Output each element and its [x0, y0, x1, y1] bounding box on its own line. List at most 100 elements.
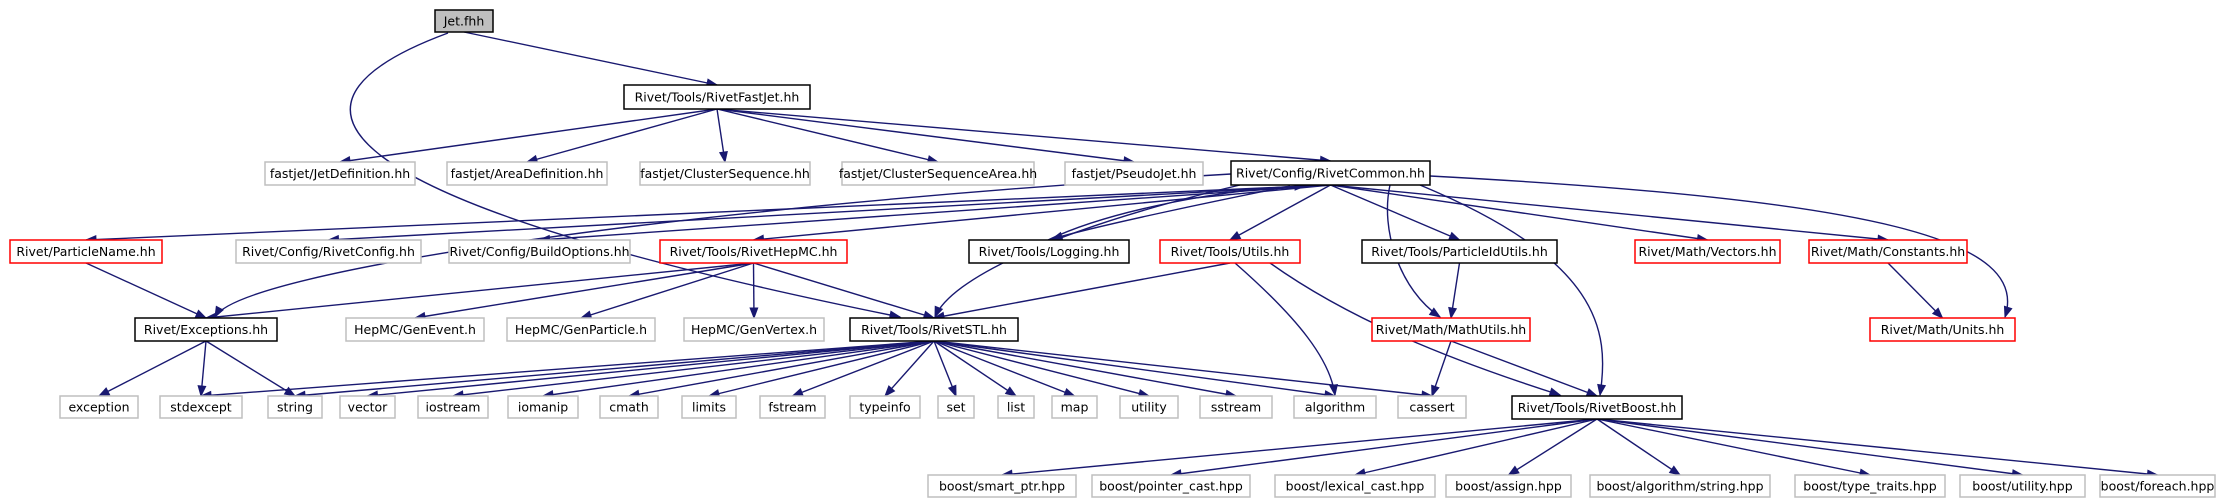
node-rivet-math-mathutils-hh[interactable]: Rivet/Math/MathUtils.hh: [1371, 317, 1531, 342]
node-boost-assign-hpp-label: boost/assign.hpp: [1455, 479, 1562, 494]
node-rivet-config-rivetcommon-hh-label: Rivet/Config/RivetCommon.hh: [1236, 166, 1425, 181]
node-rivet-tools-rivethepmc-hh-label: Rivet/Tools/RivetHepMC.hh: [670, 244, 838, 259]
node-string-box: [267, 395, 323, 419]
node-fastjet-clustersequencearea-hh-label: fastjet/ClusterSequenceArea.hh: [839, 166, 1037, 181]
node-boost-type-traits-hpp-label: boost/type_traits.hpp: [1803, 479, 1936, 494]
node-stdexcept: stdexcept: [159, 395, 243, 419]
node-cassert-label: cassert: [1409, 400, 1454, 415]
edge-fastjet_hh-to-clseq-arrowhead: [718, 150, 728, 164]
node-rivet-math-vectors-hh[interactable]: Rivet/Math/Vectors.hh: [1634, 239, 1781, 264]
node-boost-pointer-cast-hpp-label: boost/pointer_cast.hpp: [1099, 479, 1243, 494]
node-rivet-config-rivetcommon-hh-box: [1230, 160, 1431, 186]
node-typeinfo-label: typeinfo: [859, 400, 910, 415]
node-rivet-tools-logging-hh[interactable]: Rivet/Tools/Logging.hh: [968, 239, 1130, 264]
node-utility: utility: [1119, 395, 1179, 419]
edge-common-to-boost_hh-arrowhead: [1597, 383, 1607, 397]
node-rivet-math-constants-hh-box: [1808, 239, 1968, 264]
node-rivet-math-units-hh-label: Rivet/Math/Units.hh: [1881, 322, 2005, 337]
edge-utils-to-stl: [932, 262, 1231, 321]
edge-boost_hh-to-b_utility-line: [1596, 418, 2023, 476]
node-boost-utility-hpp-box: [1959, 474, 2086, 498]
edge-stl-to-limits-line: [708, 340, 935, 397]
edge-stl-to-typeinfo: [884, 340, 935, 398]
edge-mathutils-to-boost_hh-arrowhead: [1585, 388, 1599, 397]
node-rivet-tools-particleidutils-hh[interactable]: Rivet/Tools/ParticleIdUtils.hh: [1361, 239, 1558, 264]
edge-mathutils-to-boost_hh-line: [1450, 340, 1598, 397]
edge-boost_hh-to-lexical_cast: [1353, 418, 1598, 478]
node-rivet-tools-rivetfastjet-hh[interactable]: Rivet/Tools/RivetFastJet.hh: [623, 84, 811, 110]
edge-stl-to-cmath-line: [628, 340, 935, 397]
edge-common-to-particlename-line: [85, 184, 1331, 241]
node-rivet-config-buildoptions-hh: Rivet/Config/BuildOptions.hh: [448, 239, 631, 264]
node-boost-algorithm-string-hpp-label: boost/algorithm/string.hpp: [1596, 479, 1763, 494]
edge-stl-to-algorithm: [933, 340, 1337, 400]
node-fastjet-clustersequencearea-hh-box: [841, 161, 1035, 186]
node-fastjet-jetdefinition-hh-label: fastjet/JetDefinition.hh: [270, 166, 410, 181]
node-rivet-math-units-hh[interactable]: Rivet/Math/Units.hh: [1869, 317, 2016, 342]
node-rivet-tools-logging-hh-box: [968, 239, 1130, 264]
node-rivet-tools-rivetfastjet-hh-box: [623, 84, 811, 110]
node-list-label: list: [1007, 400, 1025, 415]
node-algorithm-box: [1293, 395, 1377, 419]
edge-hepmc-to-stl-line: [753, 262, 935, 319]
edge-particlename-to-exceptions-line: [85, 262, 207, 319]
node-rivet-tools-rivetstl-hh[interactable]: Rivet/Tools/RivetSTL.hh: [849, 317, 1019, 342]
node-set: set: [937, 395, 975, 419]
node-exception-label: exception: [68, 400, 129, 415]
edge-hepmc-to-genvertex: [749, 262, 759, 320]
edge-constants-to-units-arrowhead: [1931, 307, 1944, 319]
node-cmath: cmath: [599, 395, 659, 419]
edge-common-to-stl-arrowhead: [934, 305, 944, 319]
edge-boost_hh-to-pointer_cast-line: [1170, 418, 1598, 476]
node-rivet-tools-utils-hh[interactable]: Rivet/Tools/Utils.hh: [1159, 239, 1301, 264]
edge-hepmc-to-exceptions-line: [205, 262, 754, 319]
node-rivet-config-rivetconfig-hh-label: Rivet/Config/RivetConfig.hh: [242, 244, 415, 259]
node-fastjet-jetdefinition-hh-box: [264, 161, 416, 186]
node-rivet-tools-particleidutils-hh-box: [1361, 239, 1558, 264]
node-rivet-config-rivetconfig-hh-box: [235, 239, 422, 264]
edge-common-to-units: [1429, 175, 2013, 319]
edge-stl-to-vector-line: [367, 340, 935, 397]
edge-particlename-to-exceptions: [85, 262, 208, 319]
node-hepmc-genparticle-h: HepMC/GenParticle.h: [506, 317, 656, 342]
node-jet-fhh-box: [434, 9, 494, 33]
edge-common-to-mathutils-arrowhead: [1428, 307, 1442, 318]
node-rivet-particlename-hh[interactable]: Rivet/ParticleName.hh: [9, 239, 163, 264]
edge-common-to-hepmc-line: [753, 184, 1331, 241]
node-rivet-config-rivetcommon-hh[interactable]: Rivet/Config/RivetCommon.hh: [1230, 160, 1431, 186]
node-fastjet-areadefinition-hh-label: fastjet/AreaDefinition.hh: [451, 166, 604, 181]
node-fastjet-areadefinition-hh-box: [446, 161, 608, 186]
node-cmath-box: [599, 395, 659, 419]
edge-common-to-buildoptions-line: [539, 184, 1331, 241]
node-string-label: string: [277, 400, 313, 415]
node-algorithm-label: algorithm: [1305, 400, 1365, 415]
edge-stl-to-set-arrowhead: [947, 384, 957, 398]
edge-utils-to-algorithm: [1234, 262, 1338, 397]
node-boost-smart-ptr-hpp-label: boost/smart_ptr.hpp: [939, 479, 1065, 494]
node-rivet-tools-rivetboost-hh[interactable]: Rivet/Tools/RivetBoost.hh: [1511, 395, 1683, 420]
node-boost-type-traits-hpp: boost/type_traits.hpp: [1794, 474, 1946, 498]
node-boost-lexical-cast-hpp-box: [1274, 474, 1436, 498]
edge-common-to-boost_hh-line: [1419, 184, 1604, 396]
edge-utils-to-algorithm-line: [1234, 262, 1336, 396]
node-rivet-tools-logging-hh-label: Rivet/Tools/Logging.hh: [979, 244, 1120, 259]
node-rivet-math-mathutils-hh-label: Rivet/Math/MathUtils.hh: [1376, 322, 1526, 337]
node-fastjet-clustersequence-hh-box: [639, 161, 811, 186]
node-map-box: [1051, 395, 1098, 419]
edge-common-to-constants-line: [1330, 184, 1889, 241]
edge-boost_hh-to-type_traits-line: [1596, 418, 1871, 476]
node-exception: exception: [59, 395, 139, 419]
node-rivet-tools-rivethepmc-hh[interactable]: Rivet/Tools/RivetHepMC.hh: [659, 239, 848, 264]
edge-boost_hh-to-alg_string-arrowhead: [1668, 465, 1682, 476]
node-vector: vector: [339, 395, 396, 419]
edge-exceptions-to-string: [205, 340, 297, 397]
edge-stl-to-list-line: [933, 340, 1017, 397]
node-iostream: iostream: [417, 395, 489, 419]
node-rivet-math-constants-hh[interactable]: Rivet/Math/Constants.hh: [1808, 239, 1968, 264]
edge-boost_hh-to-smart_ptr: [1000, 418, 1598, 479]
edge-common-to-utils-line: [1229, 184, 1331, 241]
edge-boost_hh-to-b_utility: [1596, 418, 2024, 479]
edge-fastjet_hh-to-jetdef-line: [339, 108, 718, 163]
node-rivet-exceptions-hh[interactable]: Rivet/Exceptions.hh: [134, 317, 278, 342]
node-boost-type-traits-hpp-box: [1794, 474, 1946, 498]
